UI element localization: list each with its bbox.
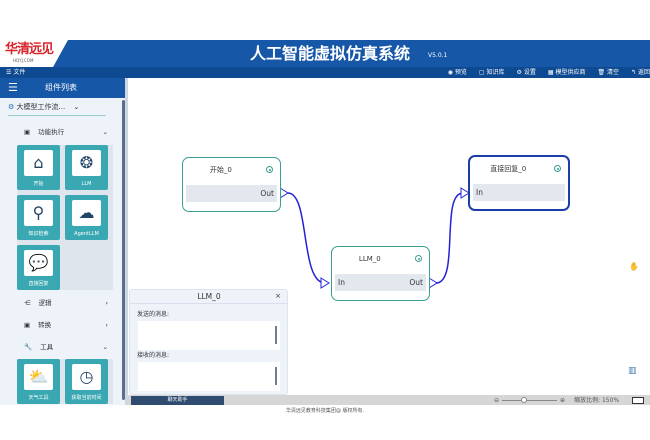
settings-button[interactable]: ⚙ 设置 <box>516 69 536 76</box>
category-tools[interactable]: 🔧工具⌄ <box>24 343 108 351</box>
port-arrow <box>428 277 438 289</box>
fit-button[interactable] <box>632 397 645 404</box>
version: V5.0.1 <box>428 52 448 59</box>
function-icon: ▣ <box>24 128 31 136</box>
node-title: LLM_0 <box>358 255 381 263</box>
chat-assistant-button[interactable]: 聊天助手 <box>131 396 224 405</box>
node-llm[interactable]: LLM_0 In Out <box>331 246 430 301</box>
component-direct-reply[interactable]: 💬直接回复 <box>17 245 60 290</box>
category-logic[interactable]: ⋲逻辑› <box>24 299 108 307</box>
weather-icon: ⛅ <box>24 364 53 390</box>
preview-button[interactable]: ◉ 预览 <box>447 69 467 76</box>
back-arrow-icon: ↰ <box>631 69 637 76</box>
input-port: In <box>473 184 565 201</box>
sidebar-scrollbar[interactable] <box>122 100 125 400</box>
component-llm[interactable]: ❂LLM <box>65 145 108 190</box>
output-port: Out <box>409 278 423 287</box>
edge-start-llm <box>287 192 326 284</box>
map-icon[interactable]: ▥ <box>628 366 637 376</box>
send-textarea[interactable] <box>138 321 280 350</box>
chevron-down-icon: ⌄ <box>102 128 108 136</box>
receive-textarea[interactable] <box>138 362 280 391</box>
component-grid: ⌂开始 ❂LLM ⚲知识检索 ☁AgentLLM 💬直接回复 <box>17 145 113 290</box>
lightbulb-search-icon: ⚲ <box>24 200 53 226</box>
node-start[interactable]: 开始_0 Out <box>182 157 281 212</box>
eye-icon: ◉ <box>447 69 453 76</box>
book-icon: ▢ <box>478 69 485 76</box>
zoom-slider-knob[interactable] <box>521 397 528 403</box>
port-arrow <box>279 187 289 199</box>
edge-llm-reply <box>435 192 464 284</box>
menu-icon[interactable]: ☰ <box>8 81 18 94</box>
radio-icon <box>554 165 561 172</box>
trash-icon: 🗑 <box>597 69 606 76</box>
cloud-network-icon: ☁ <box>72 200 101 226</box>
zoom-slider[interactable] <box>502 397 558 403</box>
bottom-bar <box>128 395 650 405</box>
chat-title: LLM_0 <box>197 292 221 301</box>
toolbar: ☰ 文件 ◉ 预览 ▢ 知识库 ⚙ 设置 ▦ 模型供应商 🗑 清空 ↰ 返回 <box>0 67 650 78</box>
input-port: In <box>338 278 345 287</box>
logo-text: 华清远见 <box>5 42 54 57</box>
scrollbar[interactable] <box>275 367 277 385</box>
app-header <box>0 40 650 67</box>
grid-icon: ▦ <box>547 69 554 76</box>
component-weather-tool[interactable]: ⛅天气工具 <box>17 359 60 404</box>
zoom-control: ⊖ ⊕ 缩放比例: 150% <box>494 396 645 405</box>
ports-row: In Out <box>335 274 426 291</box>
send-label: 发送的消息: <box>137 311 170 318</box>
app-title: 人工智能虚拟仿真系统 <box>249 44 410 63</box>
logic-icon: ⋲ <box>24 299 31 307</box>
wrench-icon: 🔧 <box>24 343 33 351</box>
pan-handle-icon[interactable]: ✋ <box>629 262 639 271</box>
tool-grid: ⛅天气工具 ◷获取当前时间 <box>17 359 113 404</box>
chat-bubbles-icon: 💬 <box>24 250 53 276</box>
component-current-time[interactable]: ◷获取当前时间 <box>65 359 108 404</box>
logo-sub: HQYJ.COM <box>13 58 34 63</box>
gear-icon: ⚙ <box>516 69 522 76</box>
workflow-select[interactable]: ⚙ 大模型工作流... ⌄ <box>8 103 106 116</box>
component-start[interactable]: ⌂开始 <box>17 145 60 190</box>
file-menu[interactable]: ☰ 文件 <box>6 69 25 76</box>
chevron-right-icon: › <box>105 321 108 329</box>
chevron-down-icon: ⌄ <box>73 103 80 111</box>
model-provider-button[interactable]: ▦ 模型供应商 <box>547 69 586 76</box>
node-title: 开始_0 <box>209 166 232 174</box>
node-title: 直接回复_0 <box>490 165 527 173</box>
chat-panel: LLM_0 × 发送的消息: 接收的消息: <box>129 289 288 395</box>
output-port: Out <box>186 185 277 202</box>
sidebar-title: 组件列表 <box>45 83 77 92</box>
copyright: 华清远见教育科技集团@ 版权所有. <box>285 408 365 414</box>
radio-icon <box>266 166 273 173</box>
clear-button[interactable]: 🗑 清空 <box>597 69 620 76</box>
port-arrow <box>460 187 470 199</box>
knowledge-base-button[interactable]: ▢ 知识库 <box>478 69 505 76</box>
chevron-down-icon: ⌄ <box>102 343 108 351</box>
chevron-right-icon: › <box>105 299 108 307</box>
back-button[interactable]: ↰ 返回 <box>631 69 650 76</box>
node-direct-reply[interactable]: 直接回复_0 In <box>468 155 570 211</box>
house-icon: ⌂ <box>24 150 53 176</box>
file-label: 文件 <box>13 69 26 76</box>
zoom-out-icon[interactable]: ⊖ <box>494 396 500 404</box>
brain-icon: ❂ <box>72 150 101 176</box>
radio-icon <box>415 255 422 262</box>
zoom-label: 缩放比例: 150% <box>574 396 620 404</box>
workflow-icon: ⚙ <box>8 103 15 111</box>
category-convert[interactable]: ▣转换› <box>24 321 108 329</box>
clock-icon: ◷ <box>72 364 101 390</box>
menu-icon: ☰ <box>6 69 12 76</box>
scrollbar[interactable] <box>275 326 277 344</box>
receive-label: 接收的消息: <box>137 352 170 359</box>
chat-header-divider <box>130 303 287 304</box>
close-icon[interactable]: × <box>275 292 281 300</box>
zoom-in-icon[interactable]: ⊕ <box>560 396 566 404</box>
sidebar-header: ☰ 组件列表 <box>0 78 125 98</box>
component-knowledge-retrieval[interactable]: ⚲知识检索 <box>17 195 60 240</box>
category-function-exec[interactable]: ▣功能执行⌄ <box>24 128 108 136</box>
port-arrow <box>320 277 330 289</box>
component-agentllm[interactable]: ☁AgentLLM <box>65 195 108 240</box>
convert-icon: ▣ <box>24 321 31 329</box>
